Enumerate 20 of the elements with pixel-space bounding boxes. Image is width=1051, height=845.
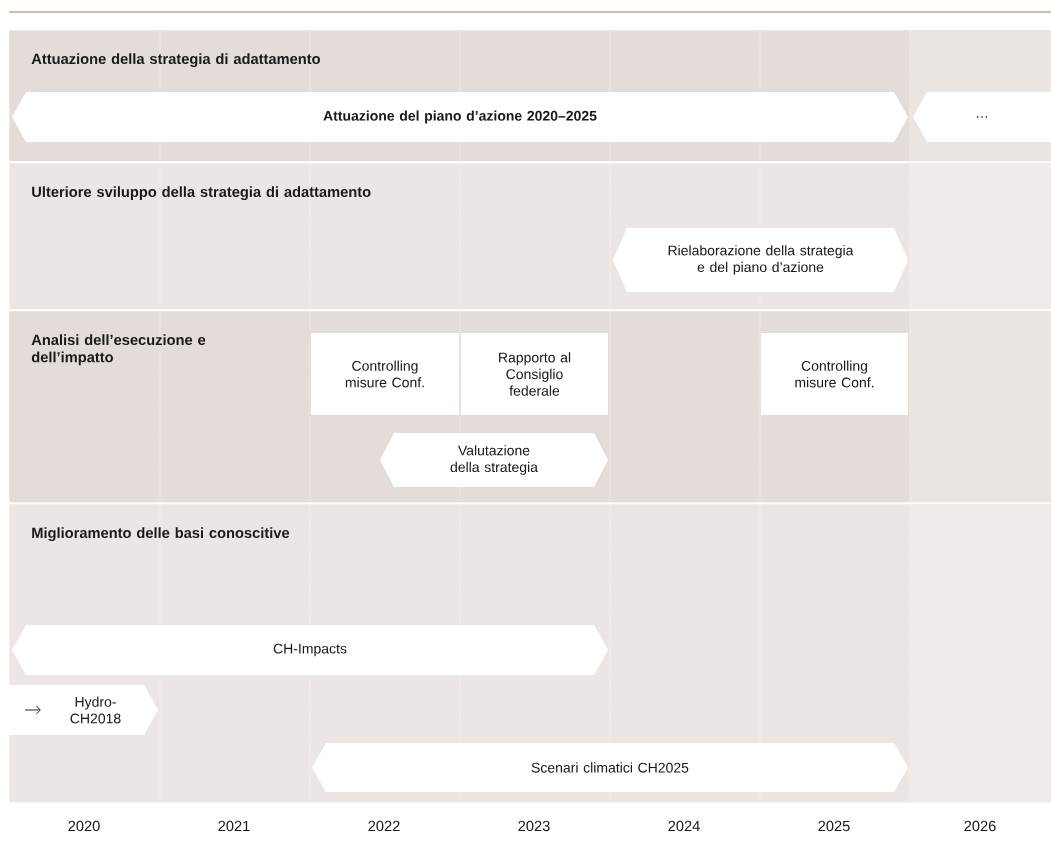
node-label: Rapporto al Consiglio federale xyxy=(499,352,571,396)
node-label: Controlling misure Conf. xyxy=(345,360,424,388)
year-label: 2020 xyxy=(68,820,100,832)
year-label: 2026 xyxy=(964,820,996,832)
timeline-bar: Attuazione del piano d’azione 2020–2025 xyxy=(12,92,908,142)
timeline-bar: Hydro-CH2018 xyxy=(9,685,158,735)
task-box: Rapporto al Consiglio federale xyxy=(461,333,608,415)
year-label: 2025 xyxy=(818,820,850,832)
task-box: Controlling misure Conf. xyxy=(311,333,459,415)
year-label: 2023 xyxy=(518,820,550,832)
year-label: 2022 xyxy=(368,820,400,832)
timeline-bar: Scenari climatici CH2025 xyxy=(312,743,908,792)
timeline-bar: Rielaborazione della strategia e del piano d’azione xyxy=(613,228,908,292)
timeline-bar: Valutazione della strategia xyxy=(380,433,608,487)
year-label: 2021 xyxy=(218,820,250,832)
year-label: 2024 xyxy=(668,820,700,832)
timeline-bar: … xyxy=(913,92,1051,142)
task-box: Controlling misure Conf. xyxy=(761,333,908,415)
node-label: Hydro-CH2018 xyxy=(70,696,121,724)
timeline-bar: CH-Impacts xyxy=(12,625,608,675)
